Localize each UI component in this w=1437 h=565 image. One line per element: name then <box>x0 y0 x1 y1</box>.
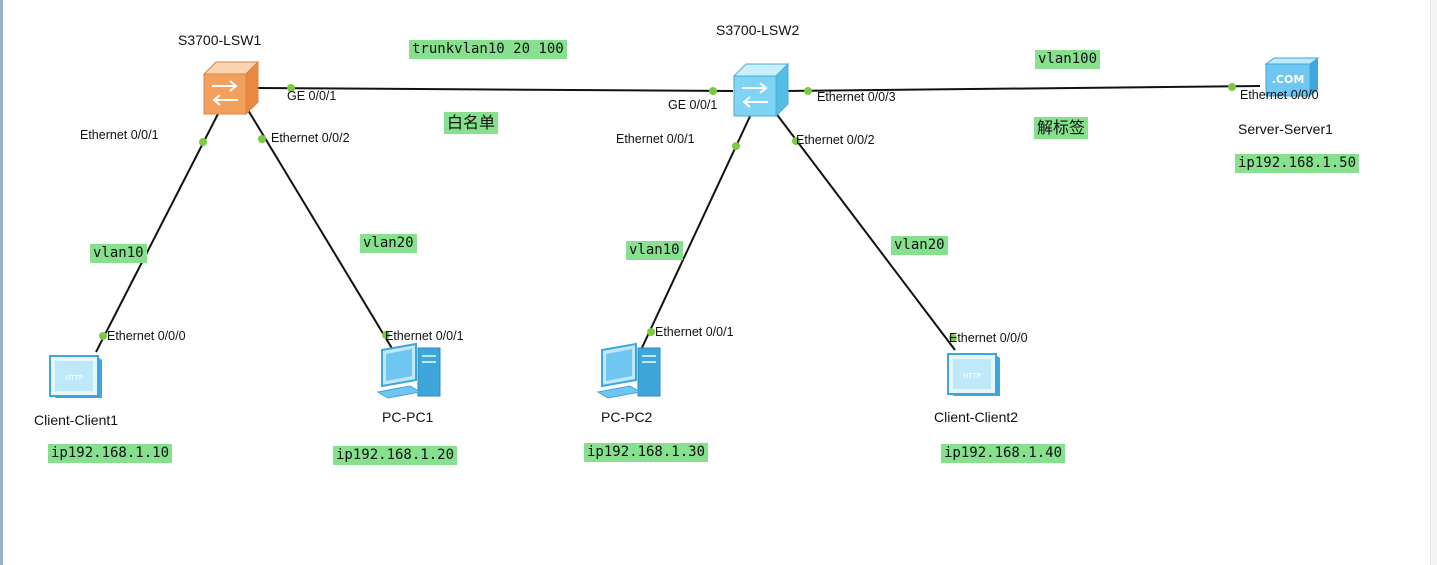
port-label-lsw2-ge001: GE 0/0/1 <box>668 98 718 112</box>
svg-text:.COM: .COM <box>1272 73 1305 86</box>
port-label-lsw1-eth002: Ethernet 0/0/2 <box>271 131 350 145</box>
port-dot-lsw1-eth001 <box>199 138 207 146</box>
port-dot-lsw1-eth002 <box>258 135 266 143</box>
switch-icon <box>732 62 790 118</box>
port-label-lsw2-eth003: Ethernet 0/0/3 <box>817 90 896 104</box>
client1-label: Client-Client1 <box>34 412 119 428</box>
port-dot-lsw2-eth002 <box>792 137 800 145</box>
note-pc1-ip: ip192.168.1.20 <box>333 446 458 465</box>
port-label-lsw1-ge001: GE 0/0/1 <box>287 89 337 103</box>
server-com-icon: .COM <box>1264 57 1320 97</box>
port-label-server1-eth000: Ethernet 0/0/0 <box>1240 88 1319 102</box>
port-dot-pc1-eth001 <box>382 331 390 339</box>
link-lsw1-lsw2[interactable] <box>257 87 734 92</box>
note-vlan10-left: vlan10 <box>90 244 147 263</box>
http-client-icon: HTTP <box>49 355 102 398</box>
port-dot-lsw1-ge001 <box>287 84 295 92</box>
note-client2-ip: ip192.168.1.40 <box>941 444 1066 463</box>
switch-lsw2[interactable] <box>730 62 790 118</box>
server1-label: Server-Server1 <box>1238 121 1333 137</box>
port-label-client1-eth000: Ethernet 0/0/0 <box>107 329 186 343</box>
port-dot-lsw2-eth003 <box>804 87 812 95</box>
server-server1[interactable]: .COM <box>1262 56 1322 98</box>
note-pc2-ip: ip192.168.1.30 <box>584 443 709 462</box>
window-left-border <box>0 0 3 565</box>
note-untag: 解标签 <box>1034 117 1089 139</box>
pc1-label: PC-PC1 <box>382 409 434 425</box>
port-dot-pc2-eth001 <box>647 328 655 336</box>
note-whitelist: 白名单 <box>444 112 499 134</box>
port-label-lsw2-eth001: Ethernet 0/0/1 <box>616 132 695 146</box>
port-dot-lsw2-eth001 <box>732 142 740 150</box>
port-label-pc2-eth001: Ethernet 0/0/1 <box>655 325 734 339</box>
note-trunk: trunkvlan10 20 100 <box>409 40 567 59</box>
lsw2-label: S3700-LSW2 <box>716 22 800 38</box>
pc-pc2[interactable] <box>596 342 666 400</box>
link-lsw2-pc2[interactable] <box>639 111 753 353</box>
link-lsw1-client1[interactable] <box>95 109 221 353</box>
port-dot-client2-eth000 <box>949 334 957 342</box>
svg-text:HTTP: HTTP <box>65 374 83 382</box>
svg-text:HTTP: HTTP <box>963 372 981 380</box>
note-vlan100: vlan100 <box>1035 50 1101 69</box>
port-dot-lsw2-ge001 <box>709 87 717 95</box>
lsw1-label: S3700-LSW1 <box>178 32 262 48</box>
port-label-lsw1-eth001: Ethernet 0/0/1 <box>80 128 159 142</box>
note-client1-ip: ip192.168.1.10 <box>48 444 173 463</box>
link-lsw2-client2[interactable] <box>774 111 956 351</box>
client2-label: Client-Client2 <box>934 409 1019 425</box>
switch-icon <box>202 60 260 116</box>
client-client2[interactable]: HTTP <box>946 350 1008 400</box>
port-label-client2-eth000: Ethernet 0/0/0 <box>949 331 1028 345</box>
port-dot-server1-eth000 <box>1228 83 1236 91</box>
pc-icon <box>596 342 661 399</box>
port-label-pc1-eth001: Ethernet 0/0/1 <box>385 329 464 343</box>
port-label-lsw2-eth002: Ethernet 0/0/2 <box>796 133 875 147</box>
http-client-icon: HTTP <box>947 353 1000 396</box>
note-vlan20-left: vlan20 <box>360 234 417 253</box>
note-server-ip: ip192.168.1.50 <box>1235 154 1360 173</box>
note-vlan20-right: vlan20 <box>891 236 948 255</box>
client-client1[interactable]: HTTP <box>48 352 110 402</box>
pc-icon <box>376 342 441 399</box>
port-dot-client1-eth000 <box>99 332 107 340</box>
switch-lsw1[interactable] <box>200 60 260 116</box>
link-lsw2-server1[interactable] <box>784 85 1261 92</box>
link-lsw1-pc1[interactable] <box>247 109 394 351</box>
pc2-label: PC-PC2 <box>601 409 653 425</box>
pc-pc1[interactable] <box>376 342 446 400</box>
note-vlan10-right: vlan10 <box>626 241 683 260</box>
vertical-scrollbar[interactable] <box>1430 0 1437 565</box>
